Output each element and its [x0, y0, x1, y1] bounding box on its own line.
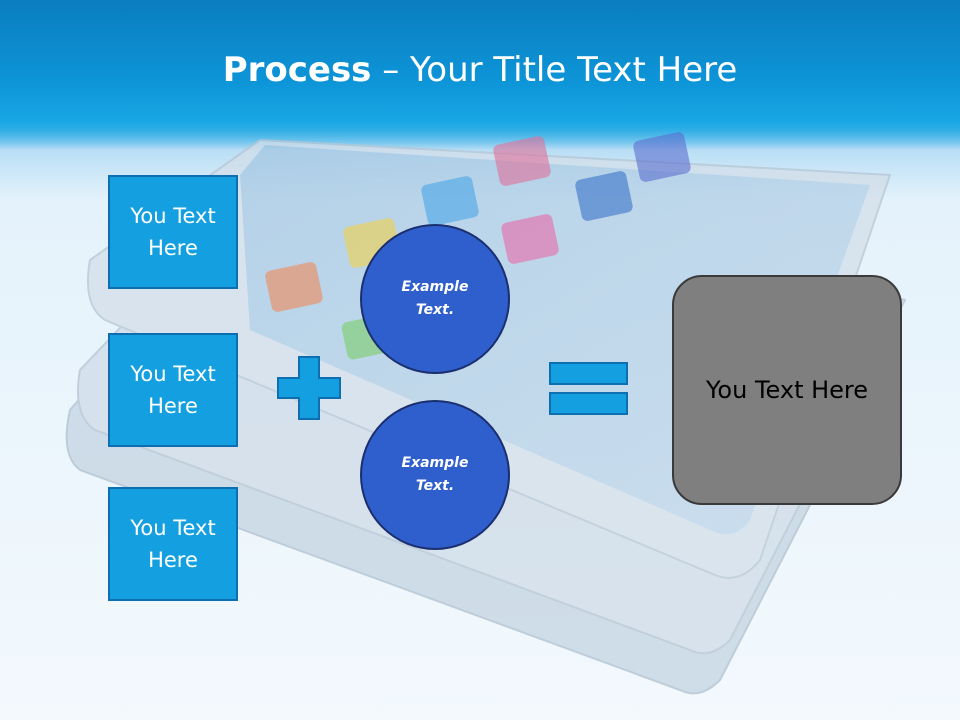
title-bar	[0, 0, 960, 150]
circle-label: Example Text.	[401, 279, 469, 318]
text-box-label: You Text Here	[130, 362, 216, 418]
result-label: You Text Here	[705, 376, 869, 404]
text-box-label: You Text Here	[130, 516, 216, 572]
text-box-3: You Text Here	[108, 487, 238, 601]
text-box-1: You Text Here	[108, 175, 238, 289]
plus-icon	[277, 356, 341, 420]
equals-icon	[549, 362, 628, 415]
example-circle-1: Example Text.	[360, 224, 510, 374]
circle-label: Example Text.	[401, 455, 469, 494]
example-circle-2: Example Text.	[360, 400, 510, 550]
text-box-2: You Text Here	[108, 333, 238, 447]
text-box-label: You Text Here	[130, 204, 216, 260]
title-rest: – Your Title Text Here	[371, 50, 738, 90]
result-box: You Text Here	[672, 275, 902, 505]
title-bold: Process	[222, 50, 372, 90]
page-title: Process – Your Title Text Here	[0, 50, 960, 90]
